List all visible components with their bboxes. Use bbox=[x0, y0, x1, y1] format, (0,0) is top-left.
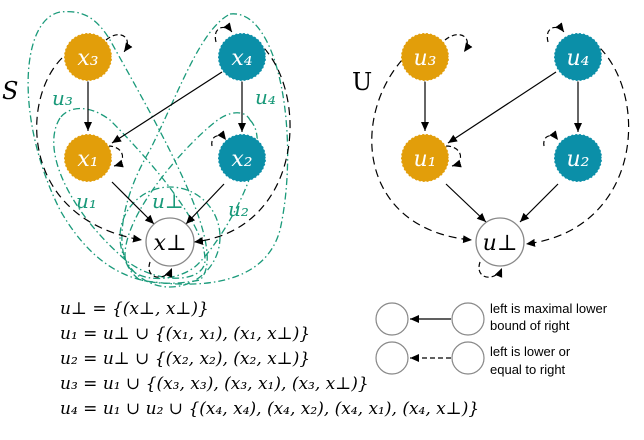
set-label-u4: u₄ bbox=[255, 85, 276, 109]
set-label-u2: u₂ bbox=[228, 197, 249, 221]
node-ubot-label: u⊥ bbox=[483, 231, 518, 256]
solid-edges-right bbox=[421, 71, 582, 223]
legend-dashed-right-node bbox=[451, 341, 485, 375]
set-outlines bbox=[27, 10, 289, 288]
node-u3: u₃ bbox=[400, 32, 450, 82]
node-u4: u₄ bbox=[553, 32, 603, 82]
equation-u4: u₄ = u₁ ∪ u₂ ∪ {(x₄, x₄), (x₄, x₂), (x₄,… bbox=[60, 399, 479, 419]
node-x4: x₄ bbox=[217, 32, 267, 82]
set-outline-ubot bbox=[119, 186, 221, 288]
node-x3-label: x₃ bbox=[77, 46, 98, 71]
set-label-u3: u₃ bbox=[52, 86, 73, 110]
node-x1: x₁ bbox=[63, 133, 113, 183]
legend-solid-text-1: left is maximal lower bbox=[490, 301, 608, 316]
legend-dashed-text-2: equal to right bbox=[490, 362, 566, 377]
legend-solid-left-node bbox=[375, 302, 409, 336]
right-panel-title: U bbox=[352, 68, 372, 96]
node-ubot: u⊥ bbox=[475, 217, 525, 267]
set-outline-u3 bbox=[27, 10, 208, 284]
node-x4-label: x₄ bbox=[231, 46, 252, 71]
set-label-ubot: u⊥ bbox=[152, 189, 184, 213]
self-loops-right bbox=[444, 22, 565, 278]
node-x1-label: x₁ bbox=[77, 147, 98, 172]
node-u2: u₂ bbox=[553, 133, 603, 183]
node-xbot-label: x⊥ bbox=[153, 231, 186, 256]
equation-u3: u₃ = u₁ ∪ {(x₃, x₃), (x₃, x₁), (x₃, x⊥)} bbox=[60, 374, 369, 394]
self-loops-left bbox=[105, 22, 233, 278]
legend-solid-right-node bbox=[451, 302, 485, 336]
node-x2: x₂ bbox=[217, 133, 267, 183]
node-x2-label: x₂ bbox=[231, 147, 252, 172]
legend-dashed-text-1: left is lower or bbox=[490, 344, 571, 359]
solid-edges-left bbox=[84, 71, 246, 225]
equations: u⊥ = {(x⊥, x⊥)} u₁ = u⊥ ∪ {(x₁, x₁), (x₁… bbox=[60, 299, 479, 419]
node-u1-label: u₁ bbox=[414, 147, 437, 172]
equation-ubot: u⊥ = {(x⊥, x⊥)} bbox=[60, 299, 209, 319]
legend: left is maximal lower bound of right lef… bbox=[375, 301, 608, 377]
equation-u1: u₁ = u⊥ ∪ {(x₁, x₁), (x₁, x⊥)} bbox=[60, 324, 310, 344]
node-u3-label: u₃ bbox=[414, 46, 437, 71]
node-x3: x₃ bbox=[63, 32, 113, 82]
node-u2-label: u₂ bbox=[567, 147, 590, 172]
legend-dashed-left-node bbox=[375, 341, 409, 375]
set-label-u1: u₁ bbox=[76, 189, 97, 213]
node-u1: u₁ bbox=[400, 133, 450, 183]
set-outline-u4 bbox=[121, 13, 289, 285]
dashed-edges-left bbox=[36, 47, 291, 245]
node-xbot: x⊥ bbox=[145, 217, 195, 267]
node-u4-label: u₄ bbox=[567, 46, 590, 71]
dashed-edges-right bbox=[371, 47, 630, 247]
left-panel-title: S bbox=[2, 77, 18, 105]
equation-u2: u₂ = u⊥ ∪ {(x₂, x₂), (x₂, x⊥)} bbox=[60, 349, 310, 369]
legend-solid-text-2: bound of right bbox=[490, 318, 570, 333]
set-outline-u1 bbox=[53, 107, 206, 279]
